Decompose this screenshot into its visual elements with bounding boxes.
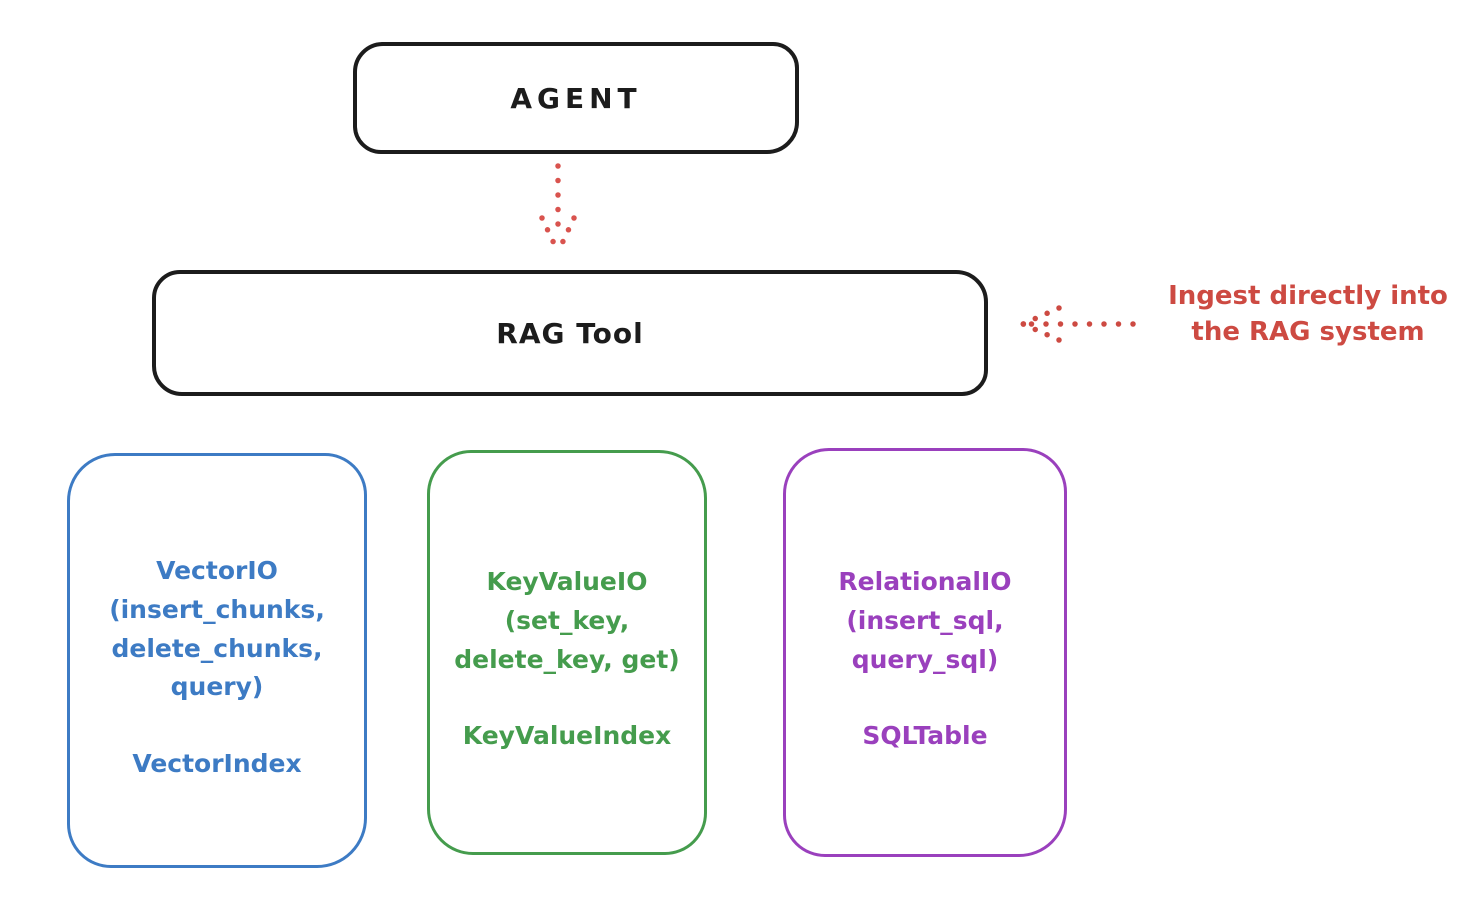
annotation-to-rag-arrow [1020,305,1136,343]
agent-node: AGENT [353,42,799,154]
relational-io-box: RelationalIO (insert_sql, query_sql) SQL… [783,448,1067,857]
relational-io-index-name: SQLTable [862,721,988,751]
agent-label: AGENT [510,81,642,115]
ingest-annotation: Ingest directly into the RAG system [1138,279,1478,351]
relational-io-api-name: RelationalIO [838,567,1012,596]
vector-io-methods: (insert_chunks, delete_chunks, query) [109,594,325,702]
relational-io-methods: (insert_sql, query_sql) [846,605,1004,674]
agent-to-rag-arrow [539,163,577,255]
rag-tool-node: RAG Tool [152,270,988,396]
ingest-annotation-line1: Ingest directly into [1168,281,1448,311]
rag-tool-label: RAG Tool [496,316,644,350]
keyvalue-io-box: KeyValueIO (set_key, delete_key, get) Ke… [427,450,707,855]
vector-io-api-name: VectorIO [156,556,278,585]
keyvalue-io-methods: (set_key, delete_key, get) [454,605,680,674]
vector-io-box: VectorIO (insert_chunks, delete_chunks, … [67,453,367,868]
vector-io-index-name: VectorIndex [132,749,302,778]
keyvalue-io-api-name: KeyValueIO [486,567,648,596]
keyvalue-io-index-name: KeyValueIndex [462,721,672,751]
ingest-annotation-line2: the RAG system [1191,316,1425,347]
